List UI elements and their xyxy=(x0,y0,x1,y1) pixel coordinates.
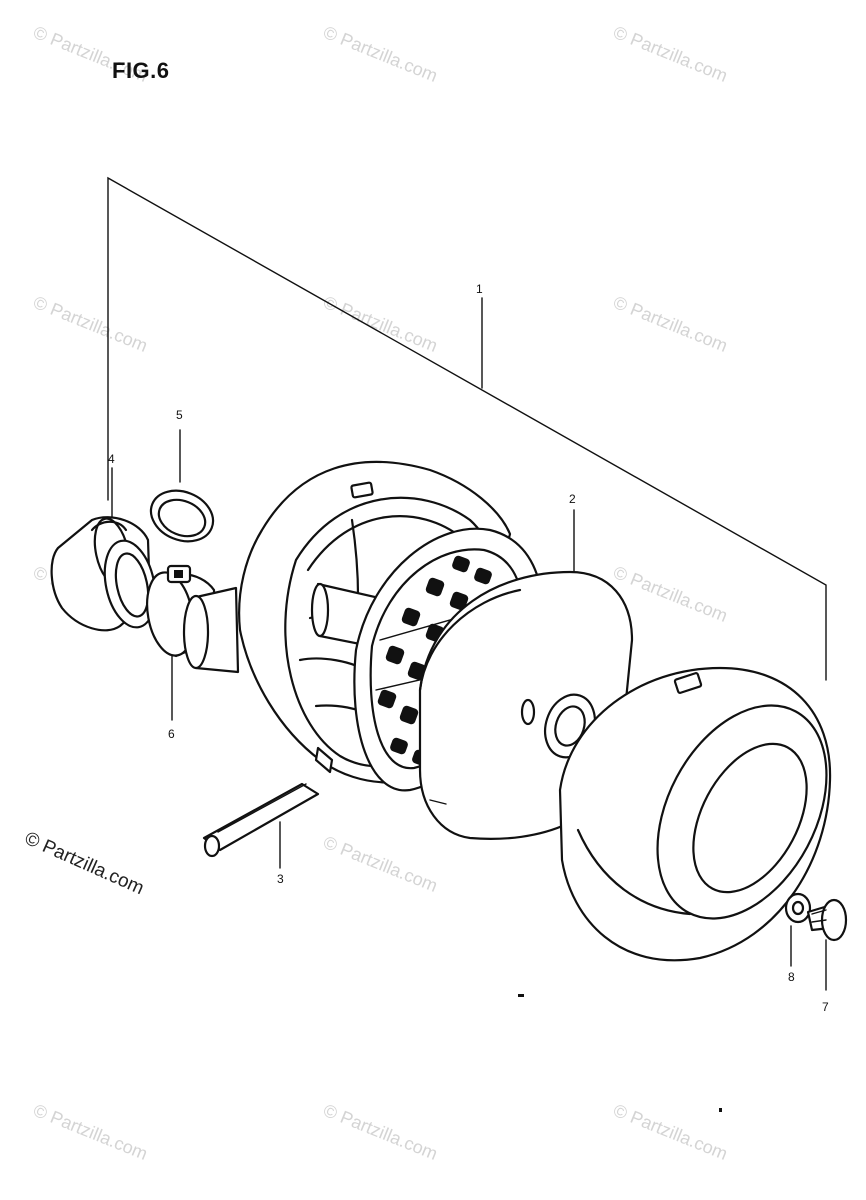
callout-5: 5 xyxy=(176,408,183,422)
callout-2: 2 xyxy=(569,492,576,506)
bolt xyxy=(806,898,848,942)
washer xyxy=(784,892,812,924)
cover-cap xyxy=(558,666,832,962)
assembly-bracket xyxy=(107,176,827,681)
leader-lines xyxy=(111,429,827,991)
stray-marks xyxy=(518,994,722,1112)
callout-4: 4 xyxy=(108,452,115,466)
figure-title: FIG.6 xyxy=(112,58,170,83)
inlet-elbow xyxy=(50,516,157,632)
pin-rod xyxy=(202,782,320,858)
callout-3: 3 xyxy=(277,872,284,886)
callout-1: 1 xyxy=(476,282,483,296)
callout-6: 6 xyxy=(168,727,175,741)
callout-8: 8 xyxy=(788,970,795,984)
callout-7: 7 xyxy=(822,1000,829,1014)
clamp-ring-upper xyxy=(149,489,215,543)
